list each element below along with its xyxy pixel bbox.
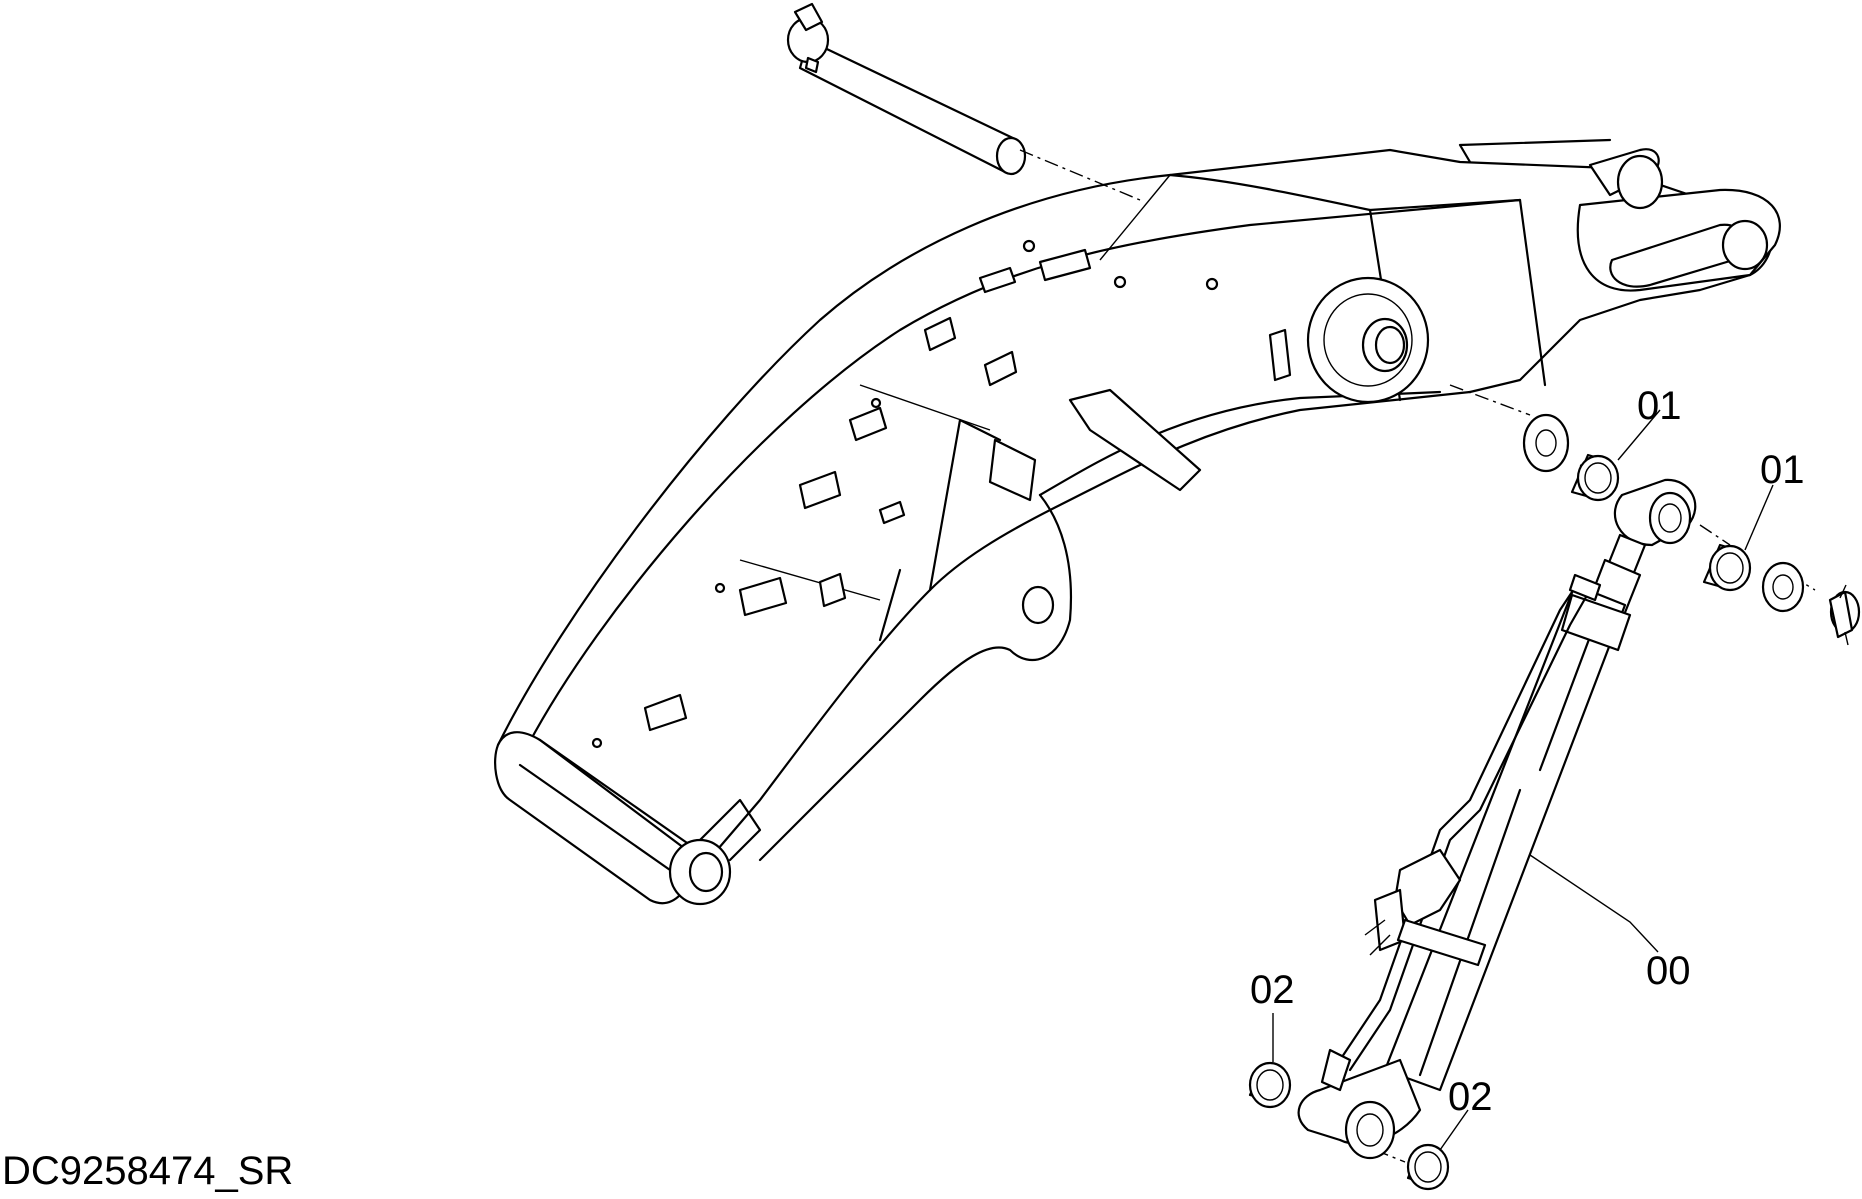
bushing-lower-left xyxy=(1248,1061,1292,1109)
bushing-lower-right xyxy=(1406,1143,1450,1191)
pivot-centerline xyxy=(1449,384,1531,416)
bushing-centerline-b xyxy=(1699,524,1731,546)
callout-02-left: 02 xyxy=(1250,968,1295,1012)
callout-01-left: 01 xyxy=(1637,384,1682,428)
boom-pin xyxy=(786,2,1027,176)
bushing-upper-right xyxy=(1702,543,1752,592)
collar-upper-right xyxy=(1828,584,1861,646)
washer-upper-left xyxy=(1522,413,1570,473)
drawing-code: DC9258474_SR xyxy=(2,1149,293,1193)
washer-upper-right xyxy=(1761,561,1805,613)
callout-01-right: 01 xyxy=(1760,448,1805,492)
boom-cylinder xyxy=(1297,478,1697,1160)
leader-01-right xyxy=(1744,484,1774,551)
callout-00: 00 xyxy=(1646,949,1691,993)
boom-structure xyxy=(494,138,1781,906)
bushing-upper-left xyxy=(1570,453,1620,502)
leader-01-left xyxy=(1617,409,1661,461)
leader-00 xyxy=(1529,854,1659,953)
callout-02-right: 02 xyxy=(1448,1075,1493,1119)
leader-02-right xyxy=(1439,1109,1469,1151)
pin-centerline xyxy=(1019,149,1141,201)
